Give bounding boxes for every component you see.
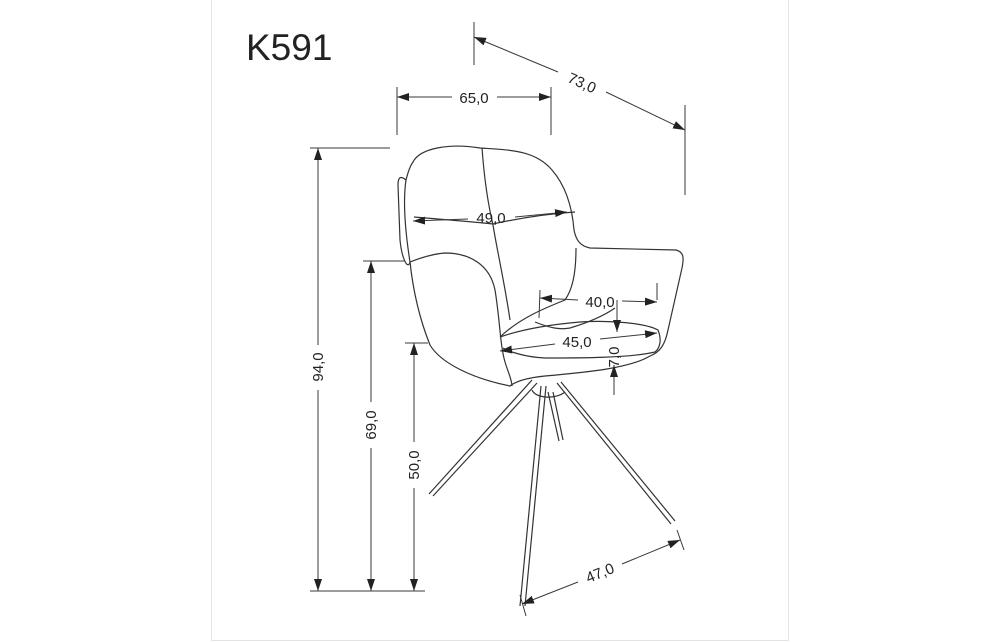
chair-swivel-base — [531, 389, 566, 398]
chair-back-shell — [403, 145, 684, 387]
dimension-label-back-width: 49,0 — [476, 210, 505, 227]
chair-outline — [397, 145, 684, 607]
dimension-label-overall-depth: 73,0 — [565, 70, 599, 97]
dimension-label-overall-height: 94,0 — [310, 352, 327, 381]
dimension-label-base-width: 47,0 — [583, 560, 616, 587]
dimension-seat-width: 45,0 — [499, 330, 658, 354]
dimension-armrest-height: 69,0 — [363, 260, 405, 591]
chair-back-seam-vertical — [481, 147, 511, 321]
model-title: K591 — [246, 27, 332, 68]
chair-leg-front — [519, 385, 542, 607]
drawing-frame — [211, 0, 789, 641]
dimension-label-overall-width: 65,0 — [459, 90, 488, 107]
dimension-seat-height: 50,0 — [405, 342, 428, 591]
dimension-label-seat-height: 50,0 — [406, 450, 423, 479]
chair-leg-left — [428, 379, 533, 495]
chair-seat-cushion — [499, 320, 661, 359]
dimension-label-seat-width: 45,0 — [562, 334, 591, 351]
dimension-cushion-thickness: 7,0 — [606, 300, 623, 395]
chair-leg-back — [547, 391, 560, 442]
dimension-label-armrest-height: 69,0 — [363, 410, 380, 439]
dimension-seat-depth: 40,0 — [538, 283, 658, 319]
dimension-back-width: 49,0 — [412, 209, 568, 227]
dimension-label-seat-depth: 40,0 — [585, 294, 614, 311]
dimension-label-cushion-thickness: 7,0 — [606, 347, 623, 368]
chair-back-edge — [397, 176, 411, 266]
dimension-base-width: 47,0 — [519, 529, 685, 617]
dimension-overall-width: 65,0 — [396, 87, 552, 135]
chair-inner-back — [499, 247, 577, 338]
dimension-overall-height: 94,0 — [310, 147, 425, 592]
chair-seat-seam — [534, 307, 616, 330]
dimension-overall-depth: 73,0 — [473, 22, 686, 195]
chair-leg-right — [556, 382, 672, 525]
chair-left-arm — [409, 252, 513, 387]
